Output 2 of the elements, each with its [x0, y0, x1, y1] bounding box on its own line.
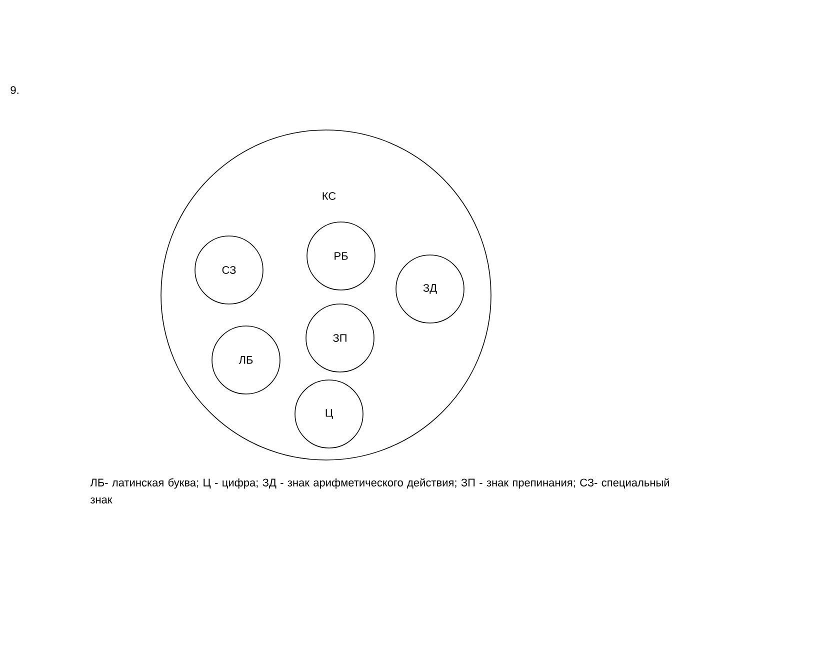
note-text: ЛБ- латинская буква; Ц - цифра; ЗД - знак арифметического действия; ЗП - знак препинания; СЗ- специальный знак	[90, 478, 670, 504]
task-number: 9.	[10, 86, 18, 94]
